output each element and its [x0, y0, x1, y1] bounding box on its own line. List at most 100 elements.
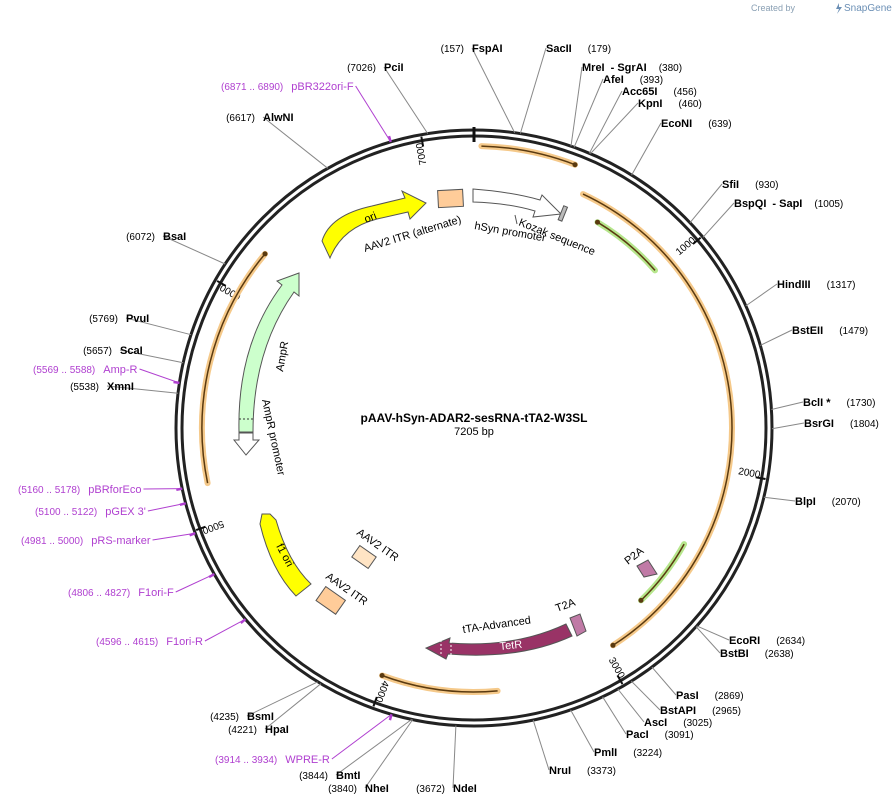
enzyme-site-acc65i[interactable]: Acc65I(456) — [622, 86, 697, 98]
tetr-label: TetR — [499, 639, 523, 653]
tetr-arrow — [424, 623, 573, 660]
orf-green-bottom-head — [638, 597, 644, 603]
enzyme-pos-acc65i: (456) — [673, 87, 696, 98]
enzyme-site-bsrgi[interactable]: BsrGI(1804) — [804, 418, 879, 430]
primer-prs-marker[interactable]: (4981 .. 5000)pRS-marker — [21, 532, 196, 547]
enzyme-name-bsteii: BstEII — [792, 325, 823, 337]
enzyme-name-asci: AscI — [644, 717, 667, 729]
enzyme-site-xmni[interactable]: XmnI(5538) — [70, 381, 134, 393]
enzyme-site-bsmi[interactable]: BsmI(4235) — [210, 711, 274, 723]
enzyme-leader-ecori — [696, 625, 730, 641]
enzyme-site-pvui[interactable]: PvuI(5769) — [89, 313, 149, 325]
aav2-itr-2-box — [315, 585, 347, 615]
enzyme-pos-paci: (3091) — [665, 730, 694, 741]
aav2-itr-1-box — [351, 544, 377, 570]
enzyme-leader-pvui — [125, 317, 192, 336]
primer-leader-f1ori-f — [175, 573, 215, 593]
enzyme-site-pcii[interactable]: PciI(7026) — [347, 62, 403, 74]
enzyme-site-bcli[interactable]: BclI *(1730) — [803, 397, 875, 409]
created-by-text: Created by — [751, 3, 796, 13]
enzyme-leader-blpi — [763, 496, 796, 502]
enzyme-pos-nhei: (3840) — [328, 784, 357, 795]
orf-left-line — [201, 253, 266, 484]
primer-wpre-r[interactable]: (3914 .. 3934)WPRE-R — [215, 713, 393, 766]
kozak-leader — [514, 214, 518, 225]
primer-range-pgex-3: (5100 .. 5122) — [35, 507, 97, 518]
enzyme-pos-bstbi: (2638) — [765, 649, 794, 660]
hsyn-promoter-arrow — [472, 188, 563, 218]
enzyme-site-econi[interactable]: EcoNI(639) — [661, 118, 732, 130]
enzyme-site-nrui[interactable]: NruI(3373) — [549, 765, 616, 777]
enzyme-site-nhei[interactable]: NheI(3840) — [328, 783, 389, 795]
feature-f1-ori[interactable]: f1 ori — [259, 513, 312, 597]
orf-green-top-line — [597, 221, 656, 271]
enzyme-site-fspai[interactable]: FspAI(157) — [441, 43, 503, 55]
enzyme-site-afei[interactable]: AfeI(393) — [603, 74, 663, 86]
primer-range-pbr322ori-f: (6871 .. 6890) — [221, 82, 283, 93]
primer-f1ori-r[interactable]: (4596 .. 4615)F1ori-R — [96, 618, 247, 648]
scale-tick-1000 — [692, 236, 702, 245]
enzyme-leader-afei — [573, 78, 604, 148]
enzyme-pos-pasi: (2869) — [715, 691, 744, 702]
enzyme-pos-bcli: (1730) — [847, 398, 876, 409]
enzyme-leader-kpni — [590, 102, 639, 155]
enzyme-site-hindiii[interactable]: HindIII(1317) — [777, 279, 856, 291]
primer-pbrforeco[interactable]: (5160 .. 5178)pBRforEco — [18, 484, 183, 496]
enzyme-site-kpni[interactable]: KpnI(460) — [638, 98, 702, 110]
enzyme-site-ecori[interactable]: EcoRI(2634) — [729, 635, 805, 647]
enzyme-leader-nhei — [364, 719, 414, 789]
primer-name-f1ori-f: F1ori-F — [138, 587, 174, 599]
enzyme-site-bsteii[interactable]: BstEII (1479) — [792, 325, 868, 337]
feature-p2a[interactable]: P2A — [622, 545, 658, 578]
ampr-promoter-label: AmpR promoter — [259, 398, 287, 477]
enzyme-site-blpi[interactable]: BlpI(2070) — [795, 496, 861, 508]
enzyme-site-scai[interactable]: ScaI(5657) — [83, 345, 143, 357]
enzyme-site-pmli[interactable]: PmlI(3224) — [594, 747, 662, 759]
enzyme-site-bmti[interactable]: BmtI(3844) — [299, 770, 360, 782]
enzyme-leader-bstapi — [630, 680, 661, 711]
enzyme-site-asci[interactable]: AscI (3025) — [644, 717, 712, 729]
primer-pgex-3[interactable]: (5100 .. 5122)pGEX 3' — [35, 502, 187, 518]
ori-label: ori — [363, 210, 379, 226]
enzyme-site-bstapi[interactable]: BstAPI(2965) — [660, 705, 741, 717]
feature-ampr[interactable]: AmpR — [238, 272, 300, 433]
enzyme-site-alwni[interactable]: AlwNI(6617) — [226, 112, 293, 124]
snapgene-logo: SnapGene — [836, 3, 892, 14]
feature-tetr[interactable]: TetR tTA-Advanced — [424, 614, 573, 660]
primer-f1ori-f[interactable]: (4806 .. 4827)F1ori-F — [68, 573, 215, 599]
scale-tick-6000 — [216, 280, 227, 287]
orf-right-outer-line — [582, 193, 733, 646]
enzyme-name-bstbi: BstBI — [720, 648, 749, 660]
enzyme-site-bspqi[interactable]: BspQI(1005)- SapI — [734, 198, 843, 210]
scale-tick-3000 — [616, 674, 624, 685]
enzyme-site-sfii[interactable]: SfiI(930) — [722, 179, 778, 191]
enzyme-extra-bspqi: - SapI — [772, 198, 802, 210]
feature-aav2-itr-1[interactable]: AAV2 ITR — [351, 527, 401, 570]
feature-ori[interactable]: ori — [321, 189, 427, 260]
enzyme-pos-asci: (3025) — [683, 718, 712, 729]
ampr-label: AmpR — [274, 340, 291, 372]
primer-amp-r[interactable]: (5569 .. 5588)Amp-R — [33, 364, 180, 385]
enzyme-site-bstbi[interactable]: BstBI (2638) — [720, 648, 794, 660]
primer-pbr322ori-f[interactable]: (6871 .. 6890)pBR322ori-F — [221, 81, 392, 143]
tta-advanced-label: tTA-Advanced — [462, 614, 532, 635]
enzyme-pos-econi: (639) — [708, 119, 731, 130]
enzyme-site-sacii[interactable]: SacII(179) — [546, 43, 611, 55]
orf-top-head — [572, 162, 578, 168]
enzyme-leader-mrei — [570, 66, 583, 147]
enzyme-pos-xmni: (5538) — [70, 382, 99, 393]
enzyme-pos-kpni: (460) — [678, 99, 701, 110]
enzyme-site-bsai[interactable]: BsaI(6072) — [126, 231, 186, 243]
scale-tick-4000 — [372, 696, 378, 707]
enzyme-pos-bsteii: (1479) — [839, 326, 868, 337]
enzyme-site-ndei[interactable]: NdeI(3672) — [416, 783, 477, 795]
enzyme-name-sfii: SfiI — [722, 179, 739, 191]
feature-aav2-itr-2[interactable]: AAV2 ITR — [315, 571, 370, 615]
enzyme-site-paci[interactable]: PacI(3091) — [626, 729, 694, 741]
enzyme-pos-hpai: (4221) — [228, 725, 257, 736]
enzyme-site-mrei[interactable]: MreI(380)- SgrAI — [582, 62, 682, 74]
primer-name-pbrforeco: pBRforEco — [88, 484, 141, 496]
enzyme-site-hpai[interactable]: HpaI(4221) — [228, 724, 289, 736]
enzyme-site-pasi[interactable]: PasI(2869) — [676, 690, 744, 702]
primer-leader-wpre-r — [331, 713, 392, 760]
